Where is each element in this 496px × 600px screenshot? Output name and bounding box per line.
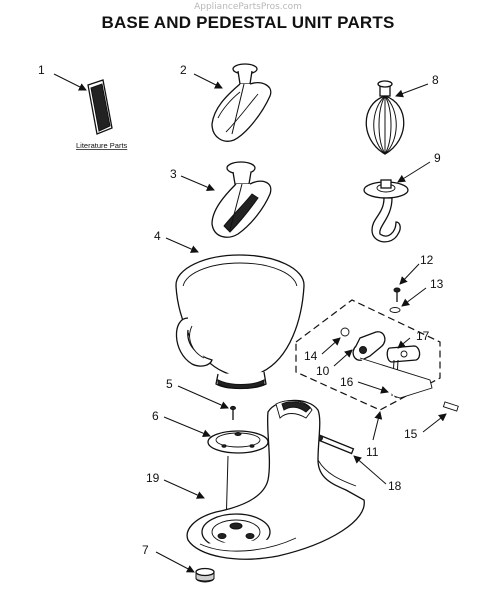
callout-12: 12	[420, 253, 434, 267]
base-pedestal	[186, 399, 365, 560]
locating-pin	[317, 434, 355, 455]
mixing-bowl	[175, 254, 305, 390]
mounting-screw	[230, 405, 236, 420]
rubber-foot	[195, 567, 215, 583]
flat-beater-upper	[211, 63, 272, 142]
callout-14: 14	[304, 349, 318, 363]
callout-1: 1	[38, 63, 45, 77]
callout-19: 19	[146, 471, 160, 485]
callout-15: 15	[404, 427, 418, 441]
callout-16: 16	[340, 375, 354, 389]
pivot-pin	[442, 401, 459, 412]
leader-lines	[53, 73, 447, 573]
hinge-screw	[393, 287, 401, 302]
callout-17: 17	[416, 329, 430, 343]
hinge-bracket	[352, 331, 421, 399]
hinge-pin-washer	[340, 327, 350, 337]
literature-parts-label: Literature Parts	[76, 141, 128, 150]
hinge-assembly-outline	[295, 299, 441, 411]
dough-hook	[363, 179, 409, 243]
callout-2: 2	[180, 63, 187, 77]
callout-5: 5	[166, 377, 173, 391]
callout-4: 4	[154, 229, 161, 243]
callout-13: 13	[430, 277, 444, 291]
page-title: BASE AND PEDESTAL UNIT PARTS	[101, 13, 395, 32]
callout-7: 7	[142, 543, 149, 557]
callout-6: 6	[152, 409, 159, 423]
hinge-washer	[389, 307, 401, 313]
clamp-plate	[207, 430, 269, 454]
flat-beater-lower	[211, 161, 272, 238]
callout-3: 3	[170, 167, 177, 181]
callout-10: 10	[316, 364, 330, 378]
callout-18: 18	[388, 479, 402, 493]
watermark: AppliancePartsPros.com	[194, 2, 302, 12]
callout-11: 11	[366, 445, 379, 459]
literature-parts-booklet	[87, 79, 113, 135]
hinge-pin	[359, 357, 433, 399]
wire-whip	[365, 80, 405, 155]
callout-8: 8	[432, 73, 439, 87]
callout-9: 9	[434, 151, 441, 165]
